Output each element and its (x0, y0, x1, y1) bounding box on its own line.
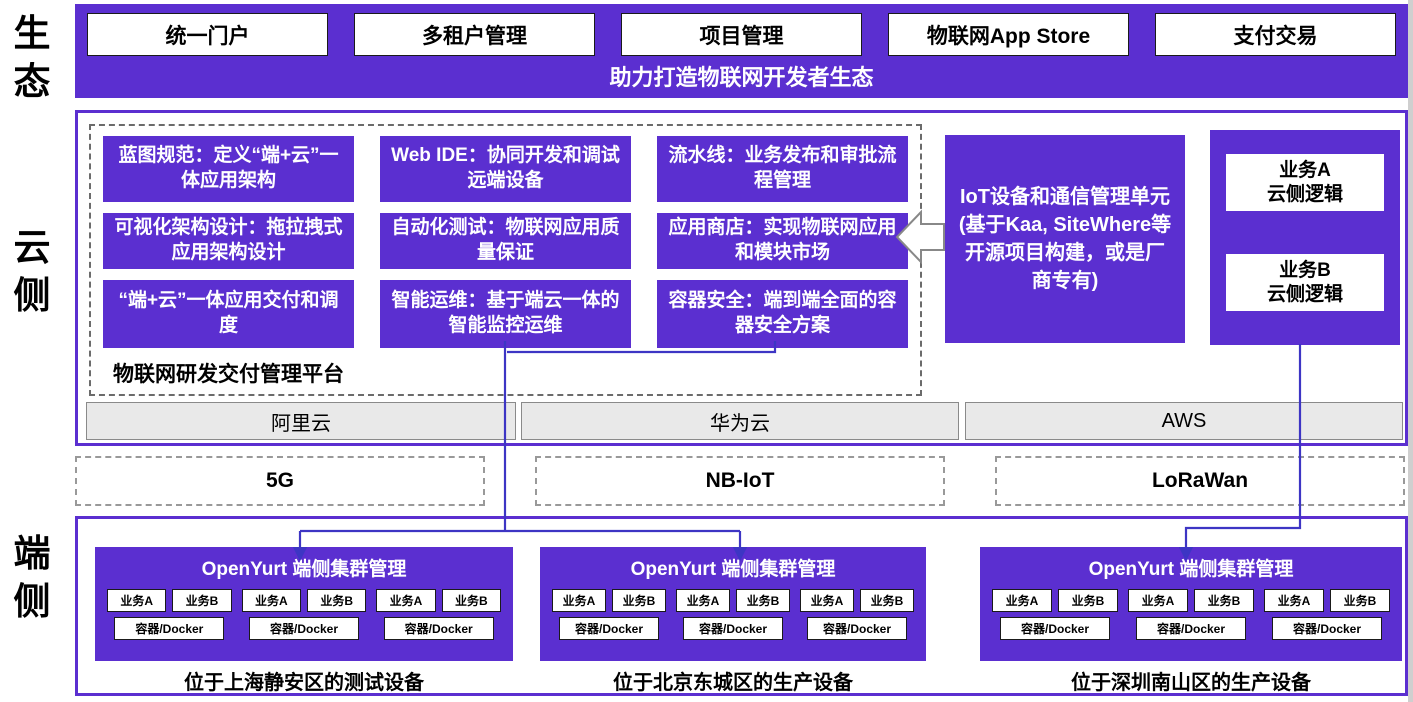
service-b-chip: 业务B (172, 589, 232, 612)
docker-chip: 容器/Docker (999, 617, 1111, 640)
platform-feature-grid: 蓝图规范：定义“端+云”一体应用架构 Web IDE：协同开发和调试远端设备 流… (91, 126, 920, 358)
pod-group: 业务A 业务B 容器/Docker (676, 589, 790, 640)
service-b-chip: 业务B (612, 589, 666, 612)
pod-group: 业务A 业务B 容器/Docker (376, 589, 502, 640)
service-b-cloud-logic: 业务B 云侧逻辑 (1226, 254, 1384, 311)
pod-group: 业务A 业务B 容器/Docker (800, 589, 914, 640)
feature-pipeline: 流水线：业务发布和审批流程管理 (657, 136, 908, 202)
service-b-chip: 业务B (441, 589, 502, 612)
service-a-chip: 业务A (1264, 589, 1324, 612)
feature-delivery: “端+云”一体应用交付和调度 (103, 280, 354, 348)
network-lorawan: LoRaWan (995, 456, 1405, 506)
devops-platform-box: 蓝图规范：定义“端+云”一体应用架构 Web IDE：协同开发和调试远端设备 流… (89, 124, 922, 396)
feature-auto-test: 自动化测试：物联网应用质量保证 (380, 213, 631, 269)
service-a-chip: 业务A (107, 589, 167, 612)
feature-app-store: 应用商店：实现物联网应用和模块市场 (657, 213, 908, 269)
portal-payment: 支付交易 (1155, 13, 1396, 56)
openyurt-cluster-shanghai: OpenYurt 端侧集群管理 业务A 业务B 容器/Docker 业务A 业务… (95, 547, 513, 661)
pod-group: 业务A 业务B 容器/Docker (1264, 589, 1390, 640)
feature-container-security: 容器安全：端到端全面的容器安全方案 (657, 280, 908, 348)
feature-blueprint: 蓝图规范：定义“端+云”一体应用架构 (103, 136, 354, 202)
service-a-chip: 业务A (552, 589, 606, 612)
cluster-title: OpenYurt 端侧集群管理 (201, 559, 407, 580)
iot-device-comm-unit: IoT设备和通信管理单元 (基于Kaa, SiteWhere等开源项目构建，或是… (945, 135, 1185, 343)
cloud-provider-aws: AWS (965, 402, 1403, 440)
portal-iot-app-store: 物联网App Store (888, 13, 1129, 56)
side-label-edge: 端侧 (13, 533, 51, 623)
service-a-chip: 业务A (800, 589, 854, 612)
ecosystem-caption: 助力打造物联网开发者生态 (609, 65, 874, 90)
service-a-cloud-logic: 业务A 云侧逻辑 (1226, 154, 1384, 211)
service-b-chip: 业务B (860, 589, 914, 612)
service-a-chip: 业务A (1128, 589, 1188, 612)
openyurt-cluster-beijing: OpenYurt 端侧集群管理 业务A 业务B 容器/Docker 业务A 业务… (540, 547, 926, 661)
docker-chip: 容器/Docker (558, 617, 660, 640)
docker-chip: 容器/Docker (249, 617, 359, 640)
portal-unified-portal: 统一门户 (87, 13, 328, 56)
cluster-title: OpenYurt 端侧集群管理 (630, 559, 836, 580)
openyurt-cluster-shenzhen: OpenYurt 端侧集群管理 业务A 业务B 容器/Docker 业务A 业务… (980, 547, 1402, 661)
service-a-chip: 业务A (676, 589, 730, 612)
edge-section: OpenYurt 端侧集群管理 业务A 业务B 容器/Docker 业务A 业务… (75, 516, 1408, 696)
docker-chip: 容器/Docker (806, 617, 908, 640)
page-edge (1408, 0, 1413, 702)
service-b-chip: 业务B (307, 589, 367, 612)
cloud-services-box: 业务A 云侧逻辑 业务B 云侧逻辑 (1210, 130, 1400, 345)
portal-project-mgmt: 项目管理 (621, 13, 862, 56)
docker-chip: 容器/Docker (114, 617, 225, 640)
cloud-provider-aliyun: 阿里云 (86, 402, 516, 440)
pod-group: 业务A 业务B 容器/Docker (107, 589, 232, 640)
pod-group: 业务A 业务B 容器/Docker (552, 589, 666, 640)
docker-chip: 容器/Docker (682, 617, 784, 640)
side-label-cloud: 云侧 (13, 227, 51, 317)
feature-visual-arch: 可视化架构设计：拖拉拽式应用架构设计 (103, 213, 354, 269)
service-b-chip: 业务B (1058, 589, 1118, 612)
cluster-caption-beijing: 位于北京东城区的生产设备 (613, 672, 853, 694)
service-a-chip: 业务A (992, 589, 1052, 612)
service-a-chip: 业务A (241, 589, 302, 612)
cluster-title: OpenYurt 端侧集群管理 (1088, 559, 1294, 580)
feature-aiops: 智能运维：基于端云一体的智能监控运维 (380, 280, 631, 348)
portal-multi-tenant: 多租户管理 (354, 13, 595, 56)
side-label-ecosystem: 生态 (13, 13, 51, 103)
service-a-chip: 业务A (376, 589, 436, 612)
ecosystem-band: 统一门户 多租户管理 项目管理 物联网App Store 支付交易 助力打造物联… (75, 4, 1408, 98)
cluster-caption-shenzhen: 位于深圳南山区的生产设备 (1071, 672, 1311, 694)
cloud-section: 蓝图规范：定义“端+云”一体应用架构 Web IDE：协同开发和调试远端设备 流… (75, 110, 1408, 446)
feature-web-ide: Web IDE：协同开发和调试远端设备 (380, 136, 631, 202)
pod-group: 业务A 业务B 容器/Docker (1128, 589, 1254, 640)
pod-group: 业务A 业务B 容器/Docker (241, 589, 367, 640)
service-b-chip: 业务B (1330, 589, 1390, 612)
network-nb-iot: NB-IoT (535, 456, 945, 506)
docker-chip: 容器/Docker (1135, 617, 1247, 640)
pod-group: 业务A 业务B 容器/Docker (992, 589, 1118, 640)
platform-label: 物联网研发交付管理平台 (113, 363, 344, 386)
docker-chip: 容器/Docker (1271, 617, 1383, 640)
service-b-chip: 业务B (1194, 589, 1254, 612)
cloud-provider-huawei: 华为云 (521, 402, 959, 440)
docker-chip: 容器/Docker (383, 617, 494, 640)
network-5g: 5G (75, 456, 485, 506)
cluster-caption-shanghai: 位于上海静安区的测试设备 (184, 672, 424, 694)
service-b-chip: 业务B (736, 589, 790, 612)
